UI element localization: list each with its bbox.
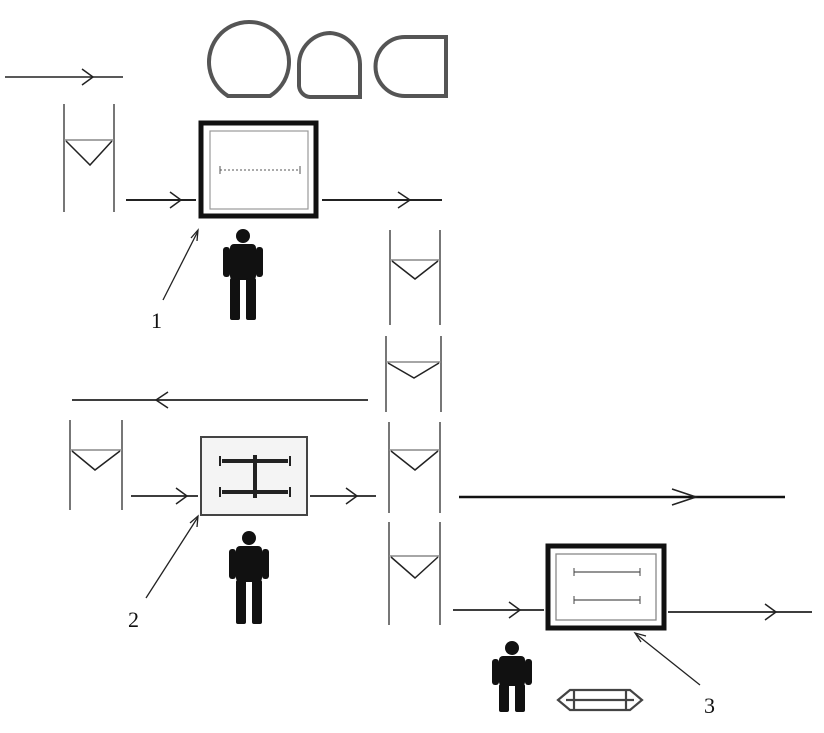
buffer-stock-5 [389, 422, 440, 513]
buffer-stock-4 [70, 420, 122, 510]
station-label-3: 3 [704, 693, 715, 718]
pointer-line-1 [163, 231, 198, 300]
workstation-3 [548, 546, 664, 628]
buffer-stock-1 [64, 104, 114, 212]
workstation-1 [201, 123, 316, 216]
profile-round [209, 22, 289, 96]
operator-3-icon [492, 641, 532, 712]
operator-1-icon [223, 229, 263, 320]
profile-half-round [299, 33, 360, 97]
pointer-line-3 [636, 634, 700, 685]
workstation-2 [201, 437, 307, 515]
operator-2-icon [229, 531, 269, 624]
buffer-stock-3 [386, 336, 441, 412]
station-label-2: 2 [128, 607, 139, 632]
buffer-stock-2 [390, 230, 440, 325]
profile-d-shape [376, 37, 446, 96]
buffer-stock-6 [389, 522, 440, 625]
profile-shapes [209, 22, 446, 97]
station-label-1: 1 [151, 308, 162, 333]
pointer-line-2 [146, 517, 198, 598]
pallet-cart-icon [558, 690, 642, 710]
